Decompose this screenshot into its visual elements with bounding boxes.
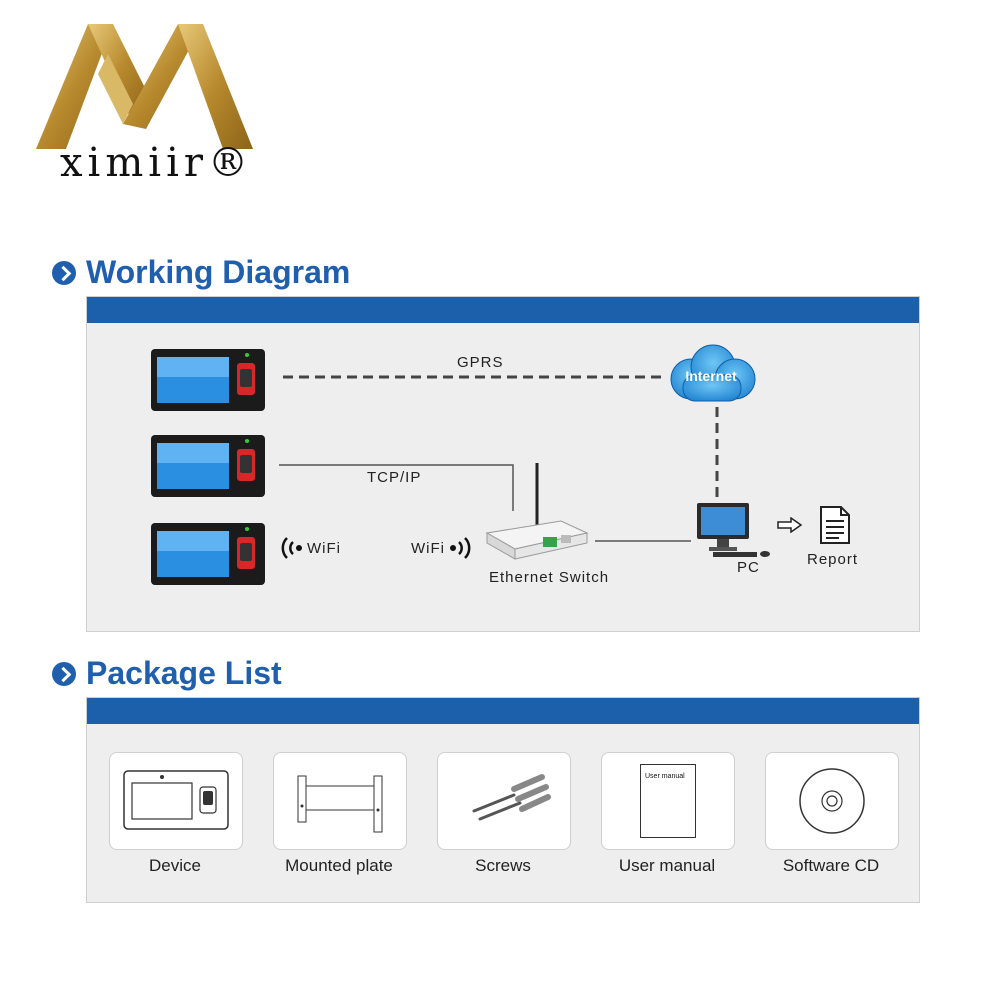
wifi-right-label: WiFi <box>411 539 445 557</box>
package-card-mounted-plate <box>273 752 407 850</box>
panel-header-bar <box>87 297 919 323</box>
manual-cover-text: User manual <box>645 773 685 780</box>
package-card-screws <box>437 752 571 850</box>
ethernet-switch-label: Ethernet Switch <box>489 569 610 586</box>
pc-label: PC <box>737 559 760 576</box>
package-list-panel: Device Mounted plate Screws Us <box>86 697 920 903</box>
connection-lines <box>279 375 719 542</box>
attendance-device-wifi <box>151 523 265 589</box>
package-card-device <box>109 752 243 850</box>
package-list-heading: Package List <box>52 655 282 692</box>
attendance-device-gprs <box>151 349 265 415</box>
attendance-device-tcpip <box>151 435 265 501</box>
working-diagram-panel: GPRS Internet TCP/IP WiF <box>86 296 920 632</box>
pc <box>695 503 779 564</box>
working-diagram-title: Working Diagram <box>86 254 351 290</box>
package-label-user-manual: User manual <box>618 856 716 875</box>
device-icon <box>123 770 229 830</box>
chevron-bullet-icon <box>52 260 76 285</box>
router-icon <box>485 463 589 560</box>
wifi-left: WiFi <box>277 537 341 559</box>
tcpip-line <box>279 464 514 511</box>
package-label-screws: Screws <box>475 856 531 875</box>
arrow-right-icon <box>777 516 803 538</box>
brand-name: ximiir® <box>60 140 253 186</box>
panel-header-bar <box>87 698 919 724</box>
wifi-signal-icon <box>450 537 471 559</box>
package-list-title: Package List <box>86 655 282 691</box>
cloud-icon <box>670 344 756 402</box>
tcpip-label: TCP/IP <box>367 469 422 486</box>
wifi-signal-icon <box>281 537 302 559</box>
ethernet-switch <box>481 459 591 569</box>
package-label-device: Device <box>149 856 201 875</box>
wifi-right: WiFi <box>411 537 475 559</box>
report-document-icon <box>819 505 851 550</box>
package-label-software-cd: Software CD <box>782 856 880 875</box>
gprs-label: GPRS <box>457 354 504 371</box>
report-label: Report <box>807 551 859 568</box>
screws-icon <box>472 774 551 821</box>
user-manual-icon: User manual <box>640 764 696 838</box>
computer-icon <box>697 503 770 557</box>
working-diagram-heading: Working Diagram <box>52 254 350 291</box>
package-card-software-cd <box>765 752 899 850</box>
internet-label: Internet <box>685 368 737 384</box>
mounting-plate-icon <box>297 775 383 833</box>
package-card-user-manual: User manual <box>601 752 735 850</box>
package-label-mounted-plate: Mounted plate <box>285 856 393 875</box>
logo-mark-icon <box>36 24 253 149</box>
internet-cloud: Internet <box>661 341 761 409</box>
chevron-bullet-icon <box>52 661 76 686</box>
cd-icon <box>799 768 865 834</box>
wifi-left-label: WiFi <box>307 539 341 557</box>
brand-logo <box>28 14 258 194</box>
